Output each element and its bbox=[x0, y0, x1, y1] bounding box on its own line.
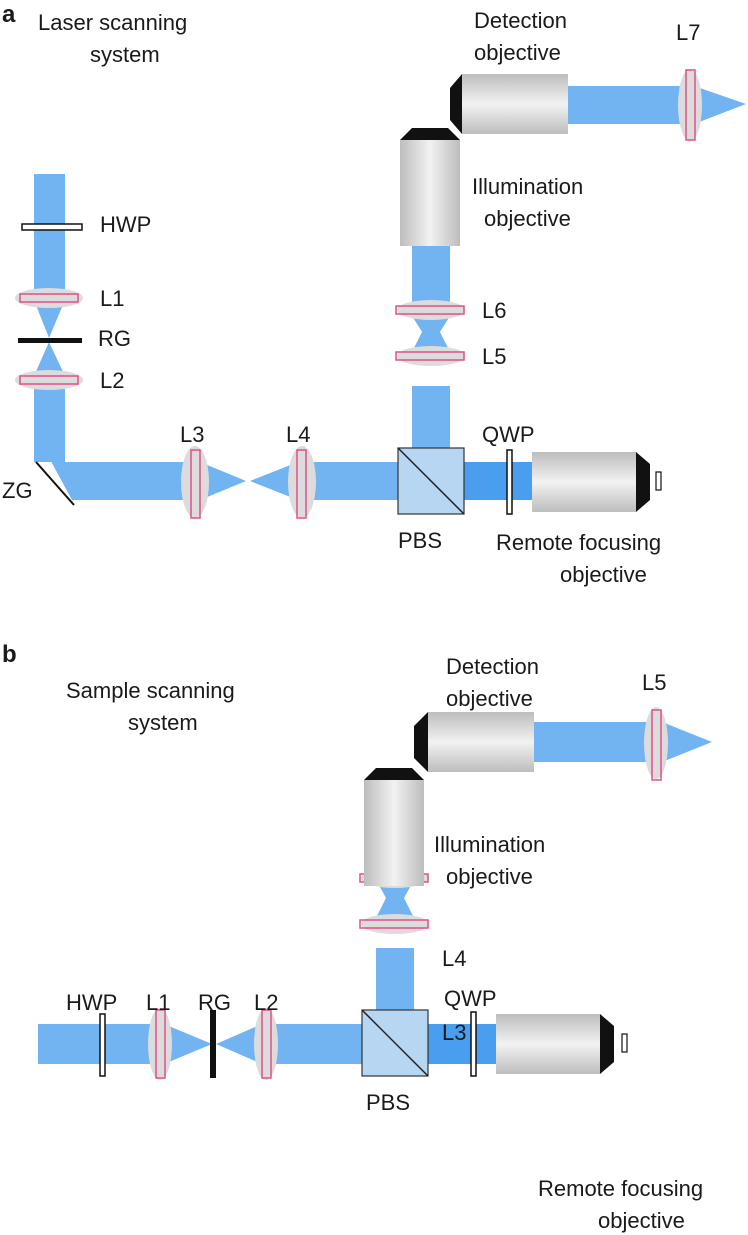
rg-label: RG bbox=[98, 326, 131, 351]
beam-vertical-input bbox=[34, 174, 65, 290]
zg-mirror bbox=[35, 461, 75, 506]
panel-b-letter: b bbox=[2, 641, 17, 668]
beam-focus-l5-b bbox=[662, 722, 712, 762]
pbs-cube-b bbox=[361, 1009, 429, 1077]
beam-det-out bbox=[568, 86, 688, 124]
l3-label: L3 bbox=[180, 422, 204, 447]
lens-l3-b bbox=[359, 914, 429, 934]
l2-label-b: L2 bbox=[254, 990, 278, 1015]
detection-objective-a bbox=[450, 74, 568, 134]
hwp-label: HWP bbox=[100, 212, 151, 237]
lens-l5-b bbox=[644, 707, 668, 781]
hwp-plate bbox=[21, 223, 83, 231]
detection-label-line1: Detection bbox=[474, 8, 567, 33]
panel-b: b Sample scanning system HWP L1 R bbox=[2, 641, 712, 1233]
beam-path-a bbox=[34, 86, 746, 500]
illumination-objective-a bbox=[400, 128, 460, 246]
beam-expand-l4 bbox=[250, 462, 298, 500]
rf-label-line2: objective bbox=[560, 562, 647, 587]
lens-l1-b bbox=[148, 1008, 172, 1080]
hwp-label-b: HWP bbox=[66, 990, 117, 1015]
l1-label-b: L1 bbox=[146, 990, 170, 1015]
beam-det-out-b bbox=[532, 722, 652, 762]
panel-b-title-line2: system bbox=[128, 710, 198, 735]
beam-expand-l6 bbox=[412, 316, 450, 346]
beam-up-l5 bbox=[412, 386, 450, 448]
qwp-label: QWP bbox=[482, 422, 535, 447]
beam-focus-l1 bbox=[34, 300, 65, 338]
detection-objective-b bbox=[414, 712, 534, 772]
lens-l6 bbox=[395, 300, 465, 320]
beam-corner-zg bbox=[34, 376, 65, 462]
rf-label-b-line2: objective bbox=[598, 1208, 685, 1233]
illumination-label-line1: Illumination bbox=[472, 174, 583, 199]
l4-label-b: L4 bbox=[442, 946, 466, 971]
qwp-plate-b bbox=[470, 1011, 477, 1077]
illumination-label-b-line1: Illumination bbox=[434, 832, 545, 857]
panel-b-title-line1: Sample scanning bbox=[66, 678, 235, 703]
illumination-label-b-line2: objective bbox=[446, 864, 533, 889]
l5-label: L5 bbox=[482, 344, 506, 369]
beam-focus-l3 bbox=[200, 462, 246, 500]
qwp-label-b: QWP bbox=[444, 986, 497, 1011]
beam-up-l3-b bbox=[376, 948, 414, 1010]
l5-label-b: L5 bbox=[642, 670, 666, 695]
l4-label: L4 bbox=[286, 422, 310, 447]
illumination-label-line2: objective bbox=[484, 206, 571, 231]
lens-l4 bbox=[288, 446, 316, 519]
beam-horizontal-1 bbox=[72, 462, 190, 500]
rg-grating bbox=[18, 338, 82, 343]
panel-a-title-line1: Laser scanning bbox=[38, 10, 187, 35]
pbs-label-b: PBS bbox=[366, 1090, 410, 1115]
lens-l3 bbox=[181, 446, 209, 519]
lens-l1 bbox=[15, 288, 83, 308]
rg-grating-b bbox=[210, 1010, 216, 1078]
qwp-plate bbox=[506, 449, 513, 515]
lens-l2 bbox=[15, 370, 83, 390]
pbs-cube bbox=[397, 447, 465, 515]
lens-l7 bbox=[678, 69, 702, 141]
beam-path-b bbox=[38, 722, 712, 1064]
beam-focus-l1-b bbox=[164, 1024, 212, 1064]
rf-label-b-line1: Remote focusing bbox=[538, 1176, 703, 1201]
zg-label: ZG bbox=[2, 478, 33, 503]
lens-l2-b bbox=[254, 1008, 278, 1080]
beam-input-b bbox=[38, 1024, 154, 1064]
beam-up-illum bbox=[412, 246, 450, 302]
panel-a: a Laser scanning system ZG HWP bbox=[2, 1, 746, 587]
l1-label: L1 bbox=[100, 286, 124, 311]
beam-after-zg bbox=[34, 430, 72, 500]
detection-label-line2: objective bbox=[474, 40, 561, 65]
beam-expand-l2-b bbox=[216, 1024, 262, 1064]
beam-expand-l2 bbox=[34, 342, 65, 376]
beam-expand-l4-b bbox=[376, 880, 414, 914]
detection-label-b-line2: objective bbox=[446, 686, 533, 711]
l3-label-b: L3 bbox=[442, 1020, 466, 1045]
illumination-objective-b bbox=[364, 768, 424, 886]
pbs-label: PBS bbox=[398, 528, 442, 553]
hwp-plate-b bbox=[99, 1013, 106, 1077]
detection-label-b-line1: Detection bbox=[446, 654, 539, 679]
beam-horizontal-b bbox=[272, 1024, 362, 1064]
remote-focusing-objective-b bbox=[496, 1014, 628, 1074]
beam-to-rf bbox=[464, 462, 536, 500]
l2-label: L2 bbox=[100, 368, 124, 393]
panel-a-title-line2: system bbox=[90, 42, 160, 67]
lens-l5 bbox=[395, 346, 465, 366]
beam-focus-l7 bbox=[694, 86, 746, 124]
remote-focusing-objective-a bbox=[532, 452, 662, 512]
rg-label-b: RG bbox=[198, 990, 231, 1015]
beam-to-rf-b bbox=[428, 1024, 500, 1064]
panel-a-letter: a bbox=[2, 1, 16, 28]
l7-label: L7 bbox=[676, 20, 700, 45]
l6-label: L6 bbox=[482, 298, 506, 323]
beam-horizontal-2 bbox=[306, 462, 398, 500]
rf-label-line1: Remote focusing bbox=[496, 530, 661, 555]
